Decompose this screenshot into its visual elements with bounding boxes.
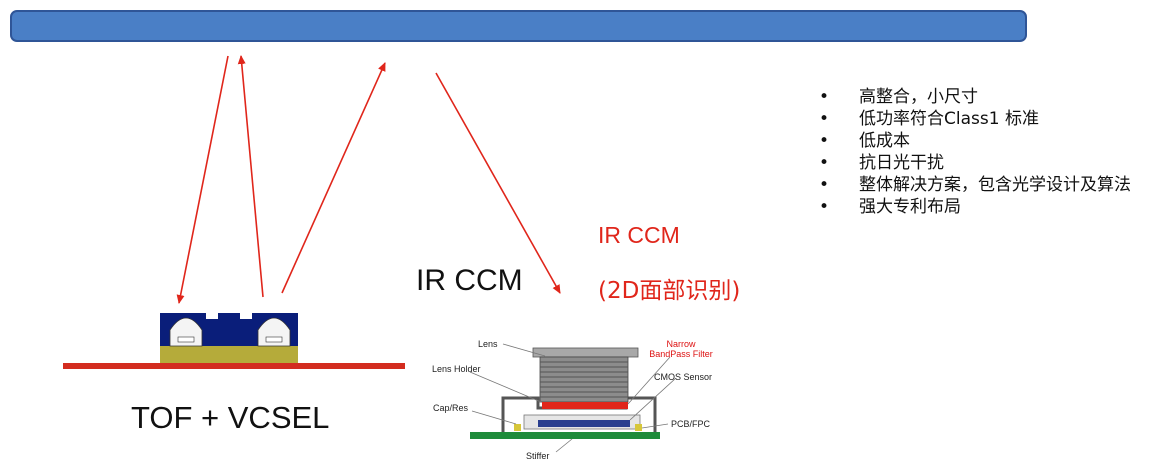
arrow-emitted-up bbox=[237, 55, 264, 298]
label-cmos-sensor: CMOS Sensor bbox=[654, 372, 713, 382]
lens-barrel bbox=[539, 356, 629, 403]
lens-threads bbox=[540, 361, 628, 398]
bullet-icon: • bbox=[819, 87, 830, 107]
label-lens: Lens bbox=[478, 339, 498, 349]
bullet-icon: • bbox=[819, 131, 830, 151]
module-base bbox=[160, 345, 298, 363]
light-path-arrows bbox=[176, 55, 561, 304]
lens-cap bbox=[532, 347, 639, 358]
module-body-mid bbox=[206, 319, 252, 346]
arrow-emitted-up-right bbox=[281, 62, 386, 294]
label-narrow-line1: Narrow bbox=[666, 339, 696, 349]
ir-ccm-red-label: IR CCM bbox=[598, 222, 680, 248]
ir-ccm-label: IR CCM bbox=[416, 264, 523, 297]
label-narrow-line2: BandPass Filter bbox=[649, 349, 713, 359]
feature-text: 高整合，小尺寸 bbox=[859, 87, 978, 107]
label-pcb-fpc: PCB/FPC bbox=[671, 419, 711, 429]
cap-res-left bbox=[514, 424, 521, 431]
top-banner-bar bbox=[10, 10, 1027, 42]
tof-vcsel-module bbox=[63, 313, 405, 369]
feature-text: 低成本 bbox=[859, 131, 910, 151]
stiffener-board bbox=[470, 432, 660, 439]
list-item: • 高整合，小尺寸 bbox=[815, 86, 1171, 108]
feature-text: 抗日光干扰 bbox=[859, 153, 944, 173]
feature-text: 整体解决方案，包含光学设计及算法 bbox=[859, 175, 1131, 195]
tof-vcsel-label: TOF + VCSEL bbox=[131, 400, 330, 435]
bullet-icon: • bbox=[819, 109, 830, 129]
bandpass-filter bbox=[542, 402, 628, 409]
list-item: • 强大专利布局 bbox=[815, 196, 1171, 218]
feature-list: • 高整合，小尺寸 • 低功率符合Class1 标准 • 低成本 • 抗日光干扰 • 整体… bbox=[815, 86, 1171, 218]
list-item: • 低功率符合Class1 标准 bbox=[815, 108, 1171, 130]
face-id-label: (2D面部识别) bbox=[598, 278, 741, 304]
cmos-sensor-chip bbox=[538, 420, 630, 427]
pcb-strip bbox=[63, 363, 405, 369]
feature-text: 低功率符合Class1 标准 bbox=[859, 109, 1039, 129]
feature-text: 强大专利布局 bbox=[859, 197, 961, 217]
arrow-reflected-down-left bbox=[176, 55, 229, 304]
bullet-icon: • bbox=[819, 197, 830, 217]
list-item: • 低成本 bbox=[815, 130, 1171, 152]
label-narrow-bandpass-filter: Narrow BandPass Filter bbox=[641, 339, 721, 359]
bullet-icon: • bbox=[819, 153, 830, 173]
emitter-chip bbox=[177, 336, 195, 343]
receiver-chip bbox=[265, 336, 283, 343]
label-stiffer: Stiffer bbox=[526, 451, 550, 461]
ir-camera-module bbox=[469, 343, 677, 453]
arrow-reflected-to-ccm bbox=[435, 72, 561, 294]
module-body-top bbox=[218, 313, 240, 321]
label-cap-res: Cap/Res bbox=[433, 403, 469, 413]
cap-res-right bbox=[635, 424, 642, 431]
bullet-icon: • bbox=[819, 175, 830, 195]
label-lens-holder: Lens Holder bbox=[432, 364, 481, 374]
list-item: • 整体解决方案，包含光学设计及算法 bbox=[815, 174, 1171, 196]
list-item: • 抗日光干扰 bbox=[815, 152, 1171, 174]
camera-leader-lines bbox=[469, 343, 677, 453]
